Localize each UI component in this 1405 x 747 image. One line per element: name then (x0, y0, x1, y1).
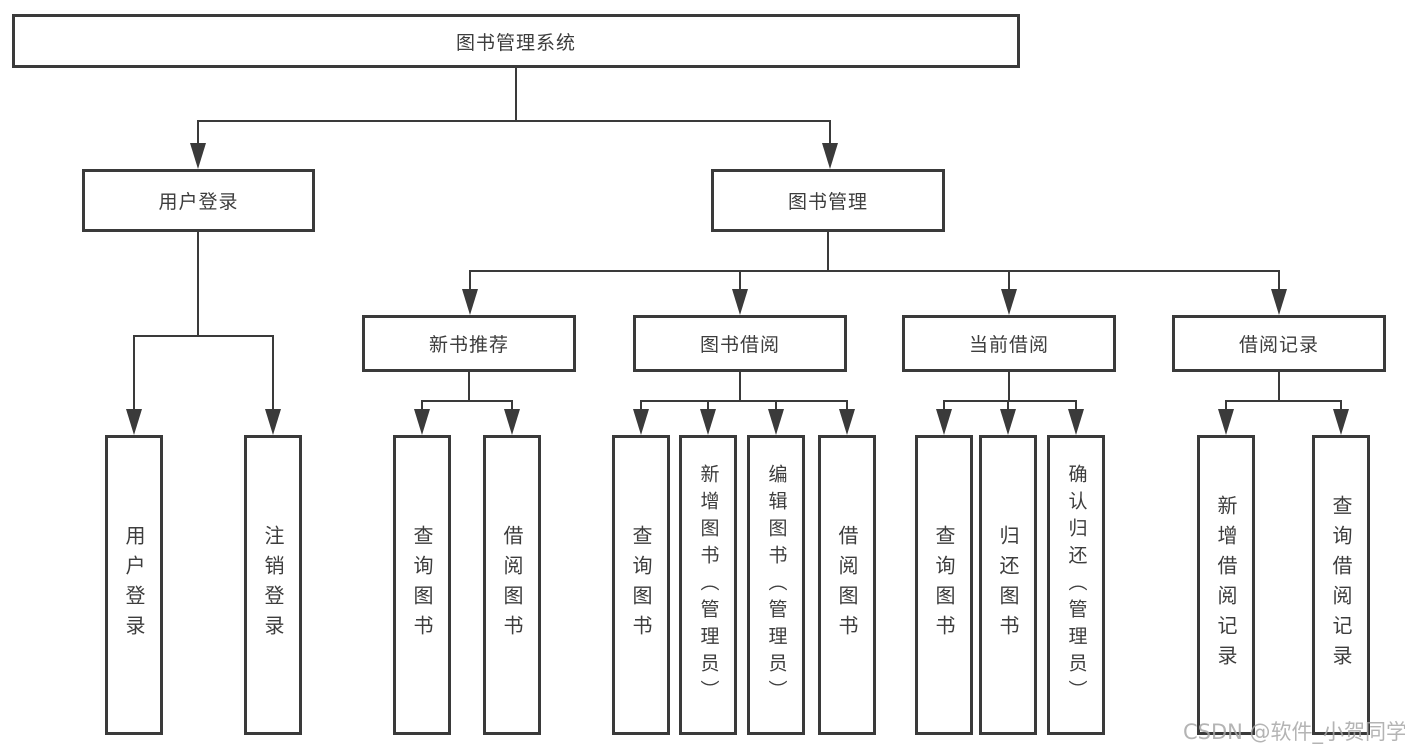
node-label: 查询图书 (932, 525, 956, 645)
node-label: 新增借阅记录 (1214, 495, 1238, 675)
node-label: 查询借阅记录 (1329, 495, 1353, 675)
arrow-down-icon (633, 409, 649, 435)
node-label: 图书管理系统 (455, 31, 576, 54)
node-label: 归还图书 (996, 525, 1020, 645)
node-user-login: 用户登录 (82, 169, 315, 232)
node-label: 查询图书 (410, 525, 434, 645)
connector-line (1225, 400, 1227, 414)
arrow-down-icon (1271, 289, 1287, 315)
connector-line (421, 400, 423, 414)
node-label: 查询图书 (629, 525, 653, 645)
node-label: 用户登录 (122, 525, 146, 645)
leaf-confirm-return-admin: 确认归还（管理员） (1047, 435, 1105, 735)
node-book-management: 图书管理 (711, 169, 945, 232)
connector-line (846, 400, 848, 414)
connector-line (469, 270, 471, 295)
connector-line (1340, 400, 1342, 414)
arrow-down-icon (936, 409, 952, 435)
leaf-query-books-recommend: 查询图书 (393, 435, 451, 735)
arrow-down-icon (265, 409, 281, 435)
leaf-add-borrow-record: 新增借阅记录 (1197, 435, 1255, 735)
node-label: 借阅图书 (835, 525, 859, 645)
arrow-down-icon (414, 409, 430, 435)
connector-line (739, 372, 741, 402)
connector-line (1278, 270, 1280, 295)
node-label: 图书借阅 (699, 334, 780, 356)
connector-line (515, 68, 517, 122)
node-current-borrowing: 当前借阅 (902, 315, 1116, 372)
leaf-user-login: 用户登录 (105, 435, 163, 735)
connector-line (943, 400, 945, 414)
leaf-borrow-books-recommend: 借阅图书 (483, 435, 541, 735)
arrow-down-icon (1333, 409, 1349, 435)
node-label: 新增图书（管理员） (697, 463, 720, 707)
connector-line (640, 400, 848, 402)
arrow-down-icon (1001, 289, 1017, 315)
node-label: 用户登录 (158, 191, 239, 213)
connector-line (469, 270, 1280, 272)
leaf-query-books-borrow: 查询图书 (612, 435, 670, 735)
arrow-down-icon (839, 409, 855, 435)
connector-line (197, 120, 199, 150)
leaf-logout: 注销登录 (244, 435, 302, 735)
connector-line (829, 120, 831, 150)
arrow-down-icon (504, 409, 520, 435)
arrow-down-icon (732, 289, 748, 315)
connector-line (1008, 372, 1010, 402)
connector-line (421, 400, 513, 402)
node-new-book-recommendation: 新书推荐 (362, 315, 576, 372)
node-label: 图书管理 (787, 191, 868, 213)
leaf-edit-book-admin: 编辑图书（管理员） (747, 435, 805, 735)
connector-line (640, 400, 642, 414)
connector-line (943, 400, 1077, 402)
connector-line (133, 335, 274, 337)
node-label: 借阅图书 (500, 525, 524, 645)
connector-line (1075, 400, 1077, 414)
arrow-down-icon (126, 409, 142, 435)
leaf-add-book-admin: 新增图书（管理员） (679, 435, 737, 735)
connector-line (1007, 400, 1009, 414)
arrow-down-icon (700, 409, 716, 435)
csdn-watermark: CSDN @软件_小贺同学 (1183, 720, 1405, 744)
connector-line (197, 232, 199, 337)
connector-line (511, 400, 513, 414)
leaf-return-book: 归还图书 (979, 435, 1037, 735)
node-label: 新书推荐 (428, 334, 509, 356)
connector-line (707, 400, 709, 414)
arrow-down-icon (1068, 409, 1084, 435)
arrow-down-icon (1218, 409, 1234, 435)
arrow-down-icon (822, 143, 838, 169)
node-label: 注销登录 (261, 525, 285, 645)
node-library-management-system: 图书管理系统 (12, 14, 1020, 68)
leaf-query-books-current: 查询图书 (915, 435, 973, 735)
connector-line (739, 270, 741, 295)
arrow-down-icon (190, 143, 206, 169)
arrow-down-icon (462, 289, 478, 315)
connector-line (197, 120, 830, 122)
connector-line (133, 335, 135, 413)
leaf-query-borrow-record: 查询借阅记录 (1312, 435, 1370, 735)
node-label: 当前借阅 (968, 334, 1049, 356)
node-label: 确认归还（管理员） (1065, 463, 1088, 707)
connector-line (272, 335, 274, 413)
node-book-borrowing: 图书借阅 (633, 315, 847, 372)
connector-line (1008, 270, 1010, 295)
connector-line (1278, 372, 1280, 402)
node-label: 编辑图书（管理员） (765, 463, 788, 707)
connector-line (1225, 400, 1342, 402)
node-borrowing-records: 借阅记录 (1172, 315, 1386, 372)
arrow-down-icon (1000, 409, 1016, 435)
arrow-down-icon (768, 409, 784, 435)
connector-line (468, 372, 470, 402)
leaf-borrow-books: 借阅图书 (818, 435, 876, 735)
node-label: 借阅记录 (1238, 334, 1319, 356)
connector-line (827, 232, 829, 272)
connector-line (775, 400, 777, 414)
